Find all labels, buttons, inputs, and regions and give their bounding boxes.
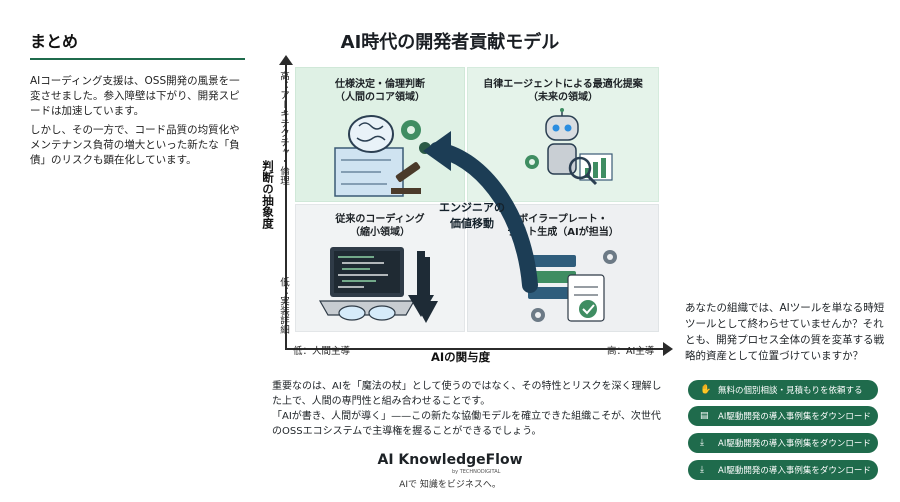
case-study-download-label-3: AI駆動開発の導入事例集をダウンロード — [718, 466, 871, 476]
cta-question: あなたの組織では、AIツールを単なる時短ツールとして終わらせていませんか？それと… — [685, 302, 885, 362]
case-study-download-label-2: AI駆動開発の導入事例集をダウンロード — [718, 439, 871, 449]
quadrant-future-agents: 自律エージェントによる最適化提案 （未来の領域） — [467, 67, 659, 202]
x-axis-line — [285, 348, 665, 350]
quadrant-boilerplate-tests: ボイラープレート・ テスト生成（AIが担当） — [467, 204, 659, 332]
quadrant-future-agents-title: 自律エージェントによる最適化提案 — [483, 79, 643, 90]
value-shift-line-1: エンジニアの — [439, 201, 505, 214]
y-axis-line — [285, 61, 287, 349]
summary-paragraph-2: しかし、その一方で、コード品質の均質化やメンテナンス負荷の増大といった新たな「負… — [30, 124, 240, 166]
consultation-button[interactable]: ✋ 無料の個別相談・見積もりを依頼する — [688, 380, 878, 400]
conclusion-line-2: 「AIが書き、人間が導く」——この新たな協働モデルを確立できた組織こそが、次世代… — [272, 411, 661, 437]
download-icon: ⤓ — [700, 465, 704, 475]
quadrant-human-core-subtitle: （人間のコア領域） — [335, 92, 425, 103]
conclusion-line-1: 重要なのは、AIを「魔法の杖」として使うのではなく、その特性とリスクを深く理解し… — [272, 381, 662, 407]
summary-paragraph-1: AIコーディング支援は、OSS開発の風景を一変させました。参入障壁は下がり、開発… — [30, 75, 240, 117]
quadrant-human-core: 仕様決定・倫理判断 （人間のコア領域） — [295, 67, 465, 202]
brand-sub: by TECHNODIGITAL — [452, 469, 501, 475]
brand-logo-text: AI KnowledgeFlow — [377, 452, 523, 468]
summary-panel: まとめ AIコーディング支援は、OSS開発の風景を一変させました。参入障壁は下が… — [30, 28, 245, 172]
document-icon: ▤ — [700, 411, 709, 421]
consultation-button-label: 無料の個別相談・見積もりを依頼する — [718, 386, 863, 396]
quadrant-boilerplate-tests-subtitle: テスト生成（AIが担当） — [507, 227, 619, 238]
brand-tagline: AIで 知識をビジネスへ。 — [399, 480, 501, 490]
x-axis-arrowhead — [663, 342, 673, 356]
case-study-download-button-3[interactable]: ⤓ AI駆動開発の導入事例集をダウンロード — [688, 460, 878, 480]
contribution-model-diagram: 高：アーキテクチャ・倫理 判断の抽象度 低：実装詳細 低：人間主導 AIの関与度… — [255, 55, 675, 375]
summary-heading: まとめ — [30, 32, 79, 51]
quadrant-future-agents-subtitle: （未来の領域） — [528, 92, 598, 103]
download-icon: ⤓ — [700, 438, 704, 448]
y-axis-title: 判断の抽象度 — [261, 160, 275, 229]
value-shift-line-2: 価値移動 — [450, 217, 494, 230]
conclusion-text: 重要なのは、AIを「魔法の杖」として使うのではなく、その特性とリスクを深く理解し… — [272, 379, 664, 439]
x-axis-high-label: 高：AI主導 — [607, 346, 655, 357]
x-axis-low-label: 低：人間主導 — [293, 346, 351, 357]
quadrant-human-core-title: 仕様決定・倫理判断 — [335, 79, 425, 90]
brain-gear-judgment-icon — [334, 115, 431, 197]
shrink-arrow — [408, 251, 434, 317]
quadrant-traditional-coding-subtitle: （縮小領域） — [350, 227, 410, 238]
diagram-title: AI時代の開発者貢献モデル — [340, 32, 560, 53]
quadrant-boilerplate-tests-title: ボイラープレート・ — [518, 214, 608, 225]
y-axis-high-label: 高：アーキテクチャ・倫理 — [278, 71, 289, 185]
x-axis-title: AIの関与度 — [431, 350, 491, 364]
engineer-value-shift-label: エンジニアの 価値移動 — [427, 200, 517, 232]
summary-divider — [30, 58, 245, 60]
y-axis-arrowhead — [279, 55, 293, 65]
handshake-icon: ✋ — [700, 385, 712, 395]
case-study-download-label-1: AI駆動開発の導入事例集をダウンロード — [718, 412, 871, 422]
robot-agent-icon — [525, 108, 613, 186]
quadrant-traditional-coding-title: 従来のコーディング — [335, 214, 425, 225]
case-study-download-button-1[interactable]: ▤ AI駆動開発の導入事例集をダウンロード — [688, 406, 878, 426]
code-blocks-checklist-icon — [528, 250, 617, 322]
value-shift-arrow — [423, 131, 538, 293]
case-study-download-button-2[interactable]: ⤓ AI駆動開発の導入事例集をダウンロード — [688, 433, 878, 453]
y-axis-low-label: 低：実装詳細 — [278, 277, 289, 334]
